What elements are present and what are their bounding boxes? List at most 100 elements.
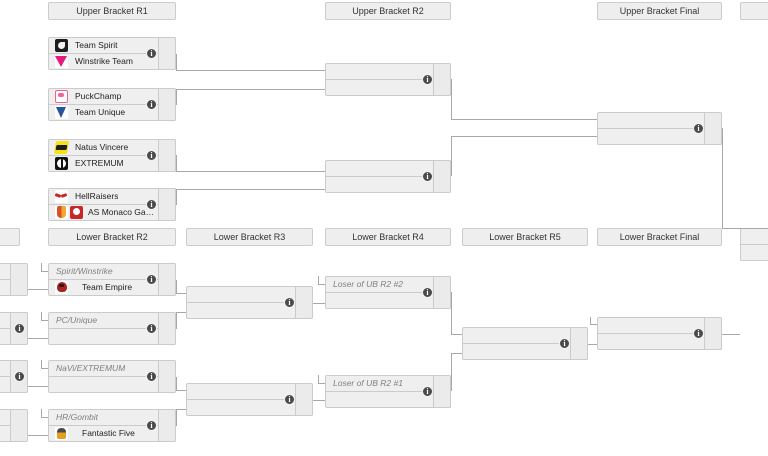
extremum-logo: [55, 156, 68, 170]
team-placeholder: Loser of UB R2 #2: [333, 279, 403, 290]
info-badge[interactable]: i: [146, 274, 157, 285]
match-slot-top[interactable]: [326, 64, 450, 80]
team-name: PuckChamp: [75, 91, 122, 102]
match-slot-top[interactable]: Team Spirit: [49, 38, 175, 54]
score-column: [704, 317, 722, 350]
connector: [176, 70, 325, 71]
info-badge[interactable]: i: [146, 99, 157, 110]
round-header-grand-final[interactable]: [740, 2, 768, 20]
info-badge[interactable]: i: [422, 171, 433, 182]
match-slot-top[interactable]: Natus Vincere: [49, 140, 175, 156]
winstrike-logo: [55, 54, 68, 68]
connector: [176, 189, 177, 205]
match-slot-top[interactable]: PC/Unique: [49, 313, 175, 329]
score-column: [433, 160, 451, 193]
round-header-lower-bracket-r3[interactable]: Lower Bracket R3: [186, 228, 313, 246]
match-slot-top[interactable]: HR/Gombit: [49, 410, 175, 426]
match-slot-top[interactable]: Loser of UB R2 #2: [326, 277, 450, 293]
match-lb-r2-4[interactable]: HR/Gombit Fantastic Five: [48, 409, 176, 442]
match-slot-top[interactable]: [463, 328, 587, 344]
connector: [28, 386, 48, 387]
connector: [722, 128, 723, 228]
score-column: [704, 112, 722, 145]
info-badge[interactable]: i: [14, 371, 25, 382]
info-badge[interactable]: i: [559, 338, 570, 349]
match-grand-final[interactable]: [740, 228, 768, 261]
round-header-upper-bracket-r1[interactable]: Upper Bracket R1: [48, 2, 176, 20]
match-slot-top[interactable]: NaVi/EXTREMUM: [49, 361, 175, 377]
info-badge[interactable]: i: [14, 323, 25, 334]
match-lb-r3-1[interactable]: [186, 286, 313, 319]
match-slot-bottom[interactable]: EXTREMUM: [49, 156, 175, 172]
match-ub-r1-2[interactable]: PuckChamp Team Unique: [48, 88, 176, 121]
connector: [722, 228, 768, 229]
info-badge[interactable]: i: [146, 420, 157, 431]
connector: [41, 368, 48, 369]
match-ub-final[interactable]: [597, 112, 722, 145]
info-badge[interactable]: i: [146, 199, 157, 210]
match-slot-bottom[interactable]: Team Empire: [49, 280, 175, 296]
info-badge[interactable]: i: [146, 323, 157, 334]
connector: [451, 136, 597, 137]
round-header-upper-bracket-r2[interactable]: Upper Bracket R2: [325, 2, 451, 20]
match-lb-r2-3[interactable]: NaVi/EXTREMUM: [48, 360, 176, 393]
info-badge[interactable]: i: [146, 150, 157, 161]
info-badge[interactable]: i: [422, 74, 433, 85]
score-column: [158, 263, 176, 296]
info-badge[interactable]: i: [422, 386, 433, 397]
connector: [451, 119, 597, 120]
connector: [176, 89, 325, 90]
connector: [41, 320, 48, 321]
team-placeholder: Spirit/Winstrike: [56, 266, 113, 277]
match-slot-top[interactable]: [187, 384, 312, 400]
team-unique-logo: [55, 105, 68, 119]
match-slot-top[interactable]: [598, 113, 721, 129]
match-slot-top[interactable]: [741, 229, 768, 245]
match-slot-bottom[interactable]: Fantastic Five: [49, 426, 175, 442]
info-badge[interactable]: i: [146, 371, 157, 382]
team-name: Team Spirit: [75, 40, 118, 51]
match-slot-top[interactable]: PuckChamp: [49, 89, 175, 105]
connector: [451, 136, 452, 176]
match-slot-bottom[interactable]: Team Unique: [49, 105, 175, 121]
match-lb-r1-1[interactable]: [0, 263, 28, 296]
round-header-lower-bracket-r4[interactable]: Lower Bracket R4: [325, 228, 451, 246]
connector: [318, 375, 319, 384]
match-slot-bottom[interactable]: Winstrike Team: [49, 54, 175, 70]
score-column: [158, 37, 176, 70]
info-badge[interactable]: i: [422, 287, 433, 298]
connector: [176, 409, 186, 410]
info-badge[interactable]: i: [693, 328, 704, 339]
info-badge[interactable]: i: [693, 123, 704, 134]
match-slot-top[interactable]: [326, 161, 450, 177]
team-placeholder: Loser of UB R2 #1: [333, 378, 403, 389]
match-slot-top[interactable]: [598, 318, 721, 334]
connector: [176, 54, 177, 70]
info-badge[interactable]: i: [284, 297, 295, 308]
score-column: [570, 327, 588, 360]
connector: [41, 409, 42, 418]
connector: [176, 377, 177, 390]
round-header-lower-bracket-final[interactable]: Lower Bracket Final: [597, 228, 722, 246]
match-lb-r1-4[interactable]: [0, 409, 28, 442]
connector: [313, 400, 325, 401]
round-header-lower-bracket-r2[interactable]: Lower Bracket R2: [48, 228, 176, 246]
connector: [313, 303, 325, 304]
connector: [451, 292, 452, 334]
round-header-lower-bracket-r5[interactable]: Lower Bracket R5: [462, 228, 588, 246]
info-badge[interactable]: i: [146, 48, 157, 59]
match-lb-r5[interactable]: [462, 327, 588, 360]
match-slot-top[interactable]: Loser of UB R2 #1: [326, 376, 450, 392]
round-header-upper-bracket-final[interactable]: Upper Bracket Final: [597, 2, 722, 20]
connector: [176, 155, 177, 171]
match-slot-top[interactable]: [187, 287, 312, 303]
match-slot-bottom[interactable]: [741, 245, 768, 261]
info-badge[interactable]: i: [284, 394, 295, 405]
round-header-lower-bracket-r1[interactable]: 1: [0, 228, 20, 246]
navi-logo: [53, 140, 70, 154]
score-column: [158, 188, 176, 221]
match-slot-bottom[interactable]: AS Monaco Gambit: [49, 205, 175, 221]
match-slot-top[interactable]: Spirit/Winstrike: [49, 264, 175, 280]
match-slot-top[interactable]: HellRaisers: [49, 189, 175, 205]
match-lb-r3-2[interactable]: [186, 383, 313, 416]
